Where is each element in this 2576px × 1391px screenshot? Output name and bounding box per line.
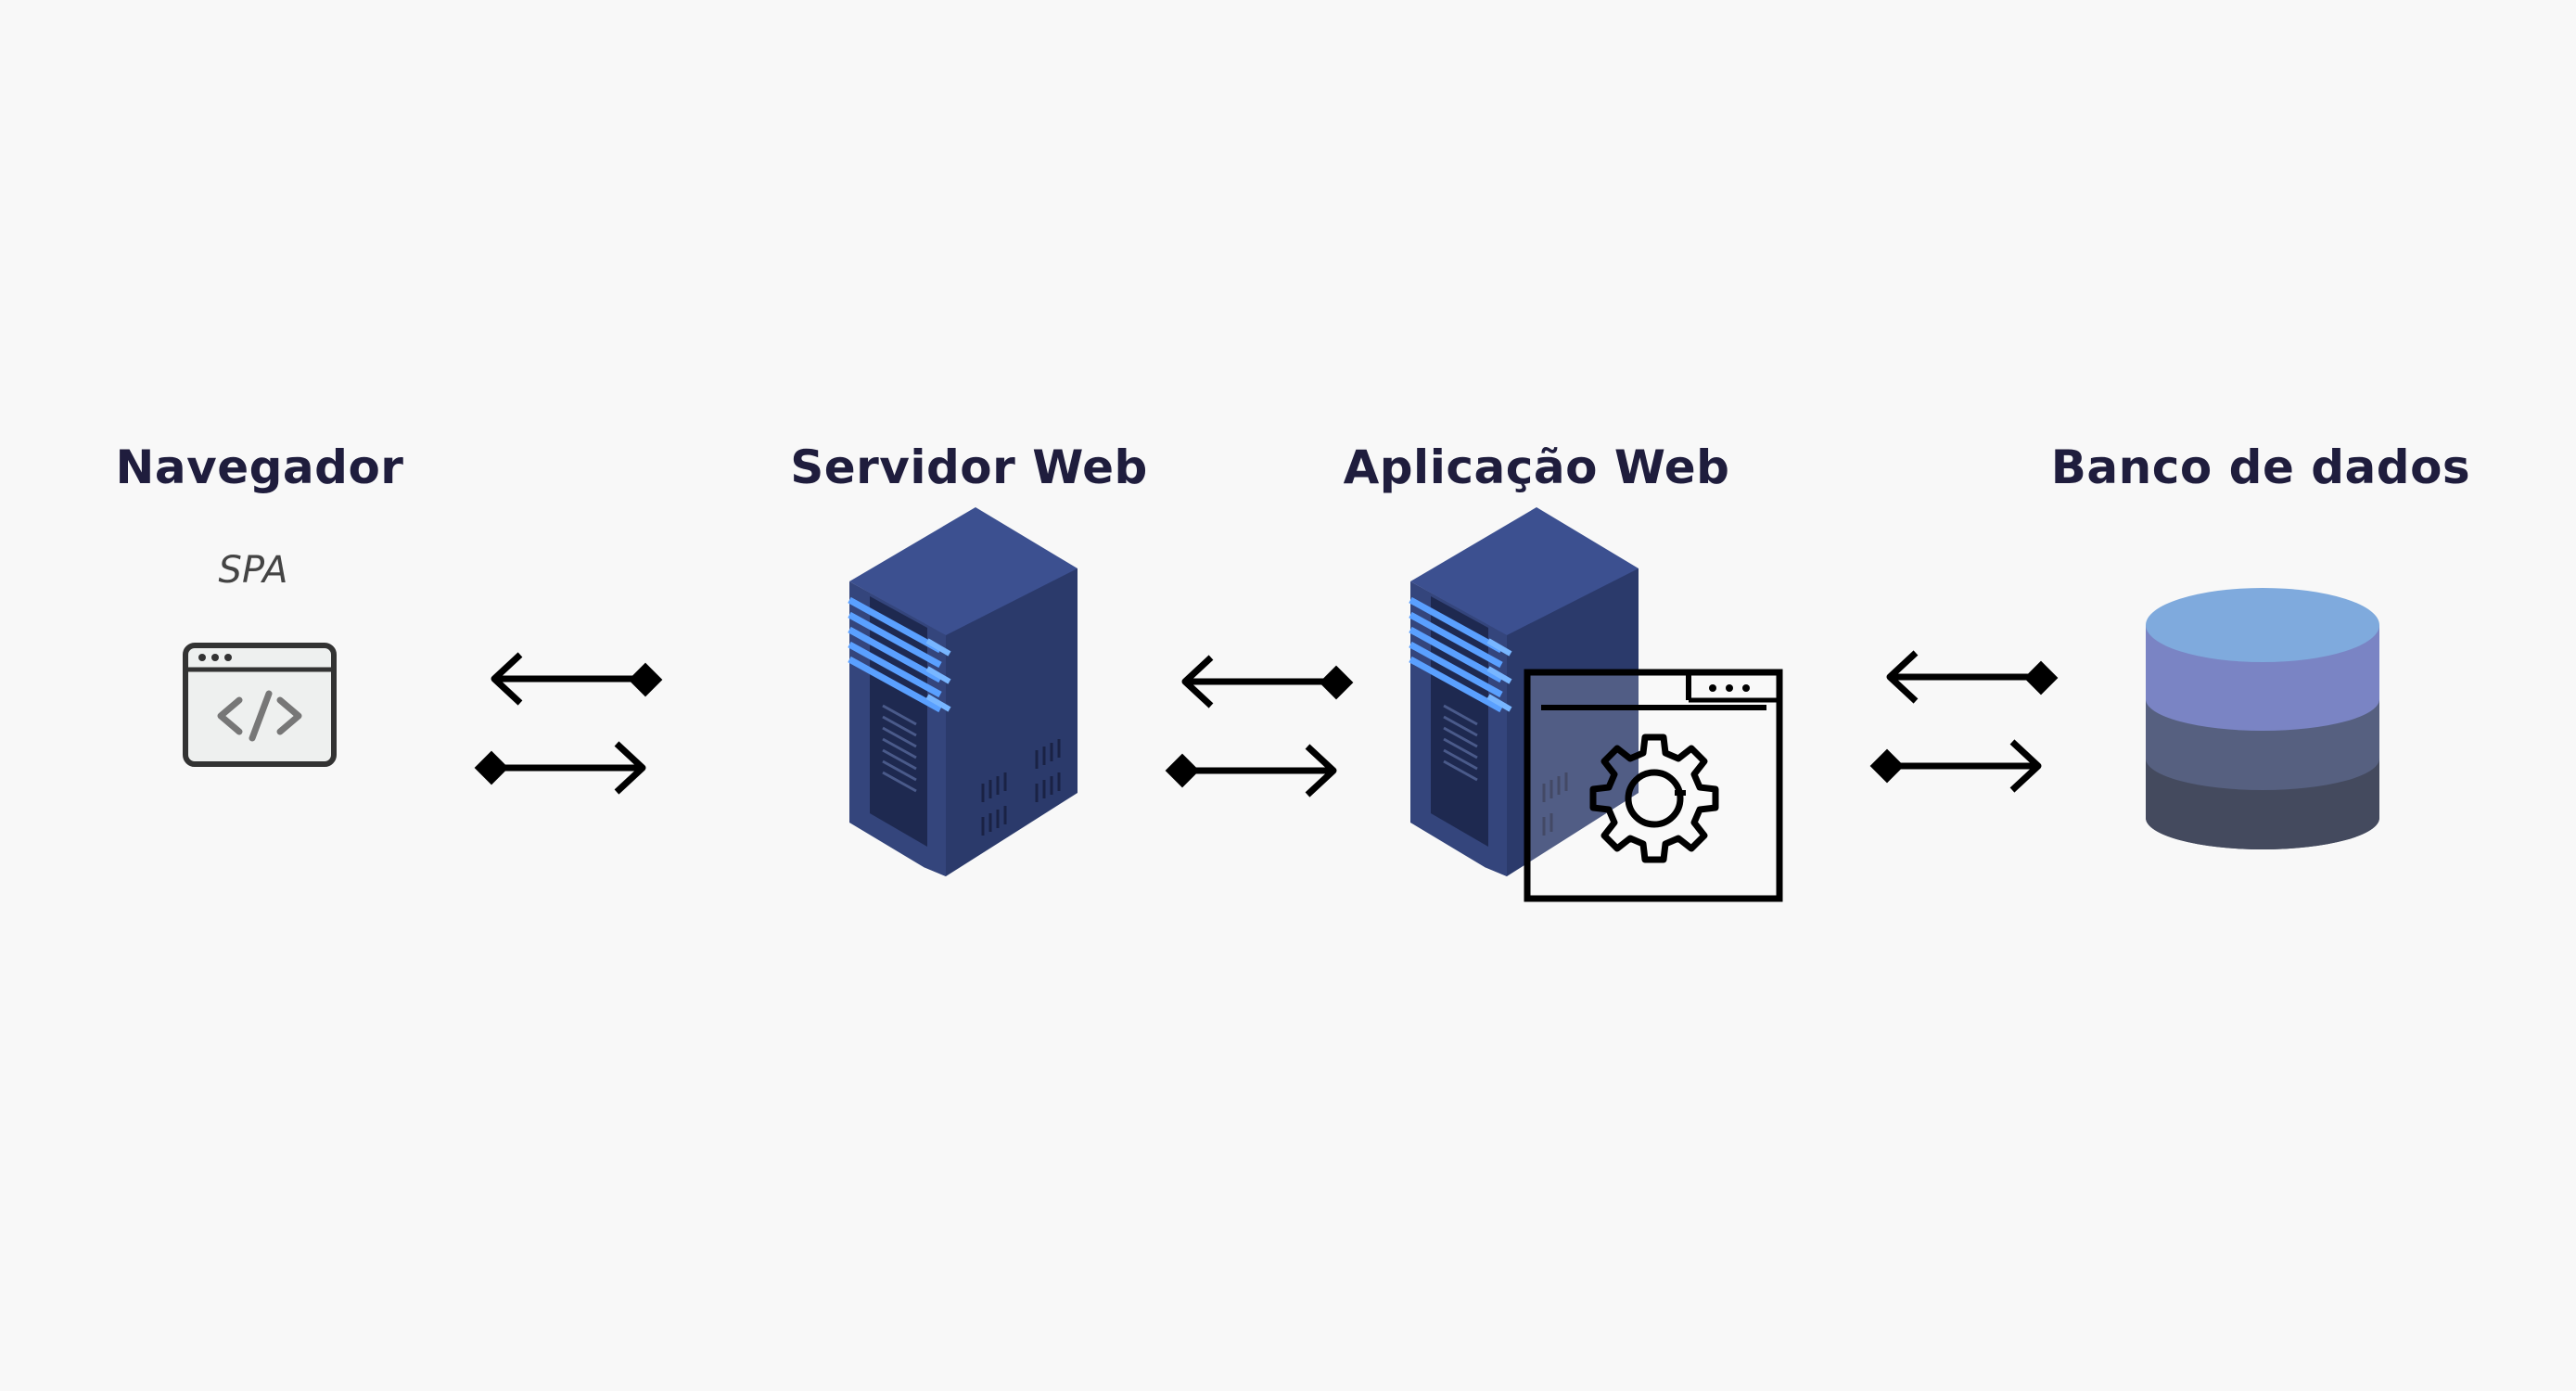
navegador-title: Navegador	[115, 440, 404, 494]
arrow-right-icon	[1869, 739, 2042, 793]
arrow-left-icon	[1181, 655, 1354, 708]
aplicacao-web-title: Aplicação Web	[1343, 440, 1730, 494]
arrow-left-icon	[1886, 650, 2059, 704]
servidor-web-title: Servidor Web	[790, 440, 1148, 494]
database-icon	[2146, 588, 2379, 849]
server-icon	[848, 507, 1078, 876]
server-with-app-icon	[1409, 507, 1783, 902]
arrow-left-icon	[491, 652, 663, 706]
arrow-right-icon	[1165, 744, 1337, 798]
arrow-pair-2	[1165, 655, 1354, 798]
code-window-icon	[183, 643, 337, 767]
arrow-pair-1	[474, 652, 663, 795]
app-window-gear-icon	[1524, 669, 1783, 902]
banco-de-dados-title: Banco de dados	[2050, 440, 2471, 494]
spa-label: SPA	[218, 549, 288, 592]
server-icon	[1409, 507, 1639, 876]
gear-icon	[1589, 734, 1719, 863]
arrow-right-icon	[474, 741, 646, 795]
arrow-pair-3	[1869, 650, 2059, 793]
